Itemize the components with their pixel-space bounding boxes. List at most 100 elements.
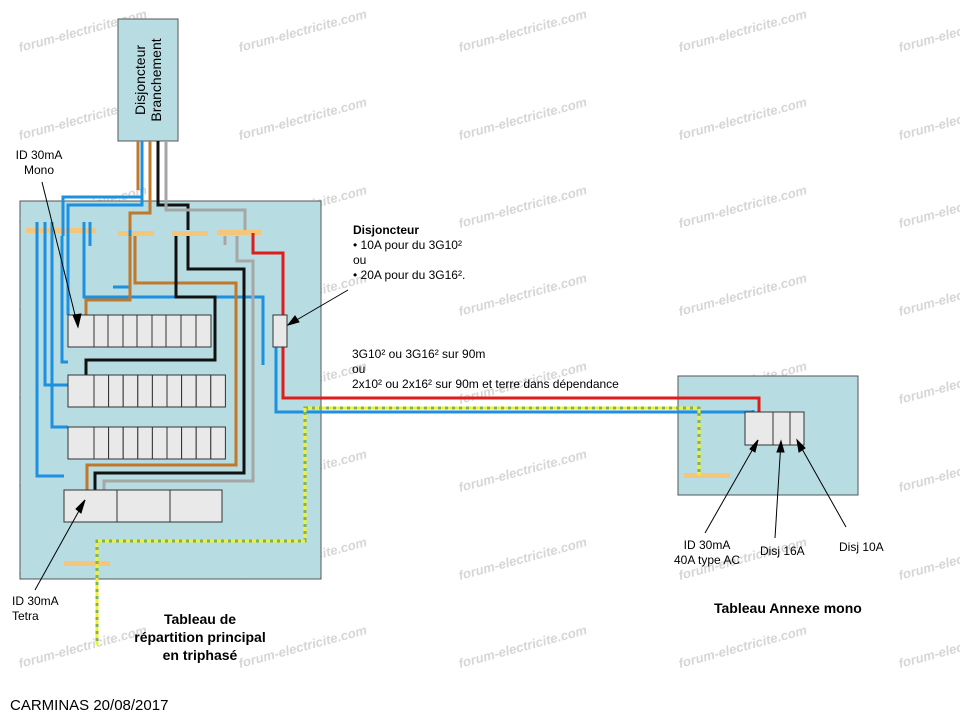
watermark-text: forum-electricite.com [677,270,809,319]
row1-breaker [136,314,153,348]
row2-breaker [181,374,197,408]
disjoncteur-note-line1: • 10A pour du 3G10² [353,238,462,252]
watermark-text: forum-electricite.com [457,94,589,143]
id-mono-label: ID 30mA Mono [10,148,68,178]
watermark-text: forum-electricite.com [677,182,809,231]
disjoncteur-note-title: Disjoncteur [353,223,420,237]
busbar-neutral [26,228,96,233]
id-mono-line2: Mono [23,163,55,177]
id-mono-line1: ID 30mA [15,148,63,162]
branchement-box [117,18,179,142]
pointer-lines [34,181,847,591]
disjoncteur-note: Disjoncteur • 10A pour du 3G10² ou • 20A… [353,223,465,283]
disjoncteur-note-line2: ou [353,253,367,267]
busbar-l2 [172,231,208,236]
watermark-text: forum-electricite.com [457,182,589,231]
disj16-label: Disj 16A [760,544,805,558]
watermark-text: forum-electricite.com [237,94,369,143]
row1-breaker [122,314,138,348]
disj10-label: Disj 10A [839,540,884,554]
red-wire [251,233,761,413]
watermark-text: forum-electricite.com [677,94,809,143]
watermark-text: forum-electricite.com [897,446,960,495]
row1-id-mono [67,314,95,348]
row3-breaker [181,426,197,460]
id-tetra-line1: ID 30mA [12,594,59,608]
watermark-text: forum-electricite.com [457,622,589,671]
row1-breaker [107,314,124,348]
branchement-line1: Disjoncteur [132,44,148,116]
watermark-text: forum-electricite.com [237,6,369,55]
row2-breaker [151,374,168,408]
phase3-wires [102,141,255,492]
row3-id [67,426,95,460]
row2-breaker [210,374,226,408]
breaker-rows [63,314,226,523]
row3-breaker [210,426,226,460]
watermark-text: forum-electricite.com [677,6,809,55]
earth-wire [95,406,701,645]
watermark-text: forum-electricite.com [897,534,960,583]
annex-disj-10a [789,411,805,446]
busbar-earth-annex [684,473,730,478]
row2-id [67,374,95,408]
watermark-text: forum-electricite.com [897,94,960,143]
row3-breaker [151,426,168,460]
watermark-text: forum-electricite.com [457,446,589,495]
id-tetra-line2: Tetra [12,609,39,623]
annex-disj-16a [772,411,791,446]
watermark-text: forum-electricite.com [897,622,960,671]
row3-breaker [108,426,124,460]
watermark-text: forum-electricite.com [897,270,960,319]
row3-breaker [93,426,110,460]
annex-id-30ma [744,411,774,446]
watermark-text: forum-electricite.com [677,622,809,671]
row2-breaker [108,374,124,408]
branchement-label: Disjoncteur Branchement [132,38,164,121]
watermark-text: forum-electricite.com [897,182,960,231]
cable-note-line3: 2x10² ou 2x16² sur 90m et terre dans dép… [352,377,619,391]
cable-note-line1: 3G10² ou 3G16² sur 90m [352,347,486,361]
busbar-l1 [118,231,154,236]
row1-breaker [165,314,182,348]
row2-breaker [195,374,212,408]
row2-breaker [93,374,110,408]
watermark-text: forum-electricite.com [897,6,960,55]
row4-id-tetra [63,489,118,523]
row3-breaker [166,426,183,460]
busbars [26,228,730,566]
row1-breaker [180,314,197,348]
disjoncteur-note-line3: • 20A pour du 3G16². [353,268,466,282]
row4-blank [116,489,171,523]
footer-credit: CARMINAS 20/08/2017 [10,697,169,714]
row3-breaker [122,426,139,460]
annex-panel-title: Tableau Annexe mono [714,600,862,616]
id-annexe-line1: ID 30mA [683,538,731,552]
busbar-l3 [217,230,261,235]
watermark-text: forum-electricite.com [457,6,589,55]
phase2-wires [84,141,246,492]
id-annexe-label: ID 30mA 40A type AC [662,538,752,568]
row4-blank [169,489,223,523]
main-panel-line2: répartition principal [134,629,266,645]
branchement-line2: Branchement [148,38,164,122]
main-panel-title: Tableau de répartition principal en trip… [120,610,280,664]
row2-breaker [122,374,139,408]
phase1-wires [84,141,238,492]
watermark-text: forum-electricite.com [897,358,960,407]
row1-breaker [195,314,212,348]
row2-breaker [166,374,183,408]
row1-breaker [151,314,167,348]
busbar-earth-main [64,561,110,566]
id-tetra-label: ID 30mA Tetra [12,594,59,624]
row3-breaker [195,426,212,460]
row1-breaker [93,314,109,348]
row3-breaker [137,426,153,460]
id-annexe-line2: 40A type AC [673,553,741,567]
main-panel-line3: en triphasé [162,647,238,663]
watermark-text: forum-electricite.com [457,270,589,319]
row2-breaker [137,374,153,408]
main-panel-line1: Tableau de [163,611,237,627]
